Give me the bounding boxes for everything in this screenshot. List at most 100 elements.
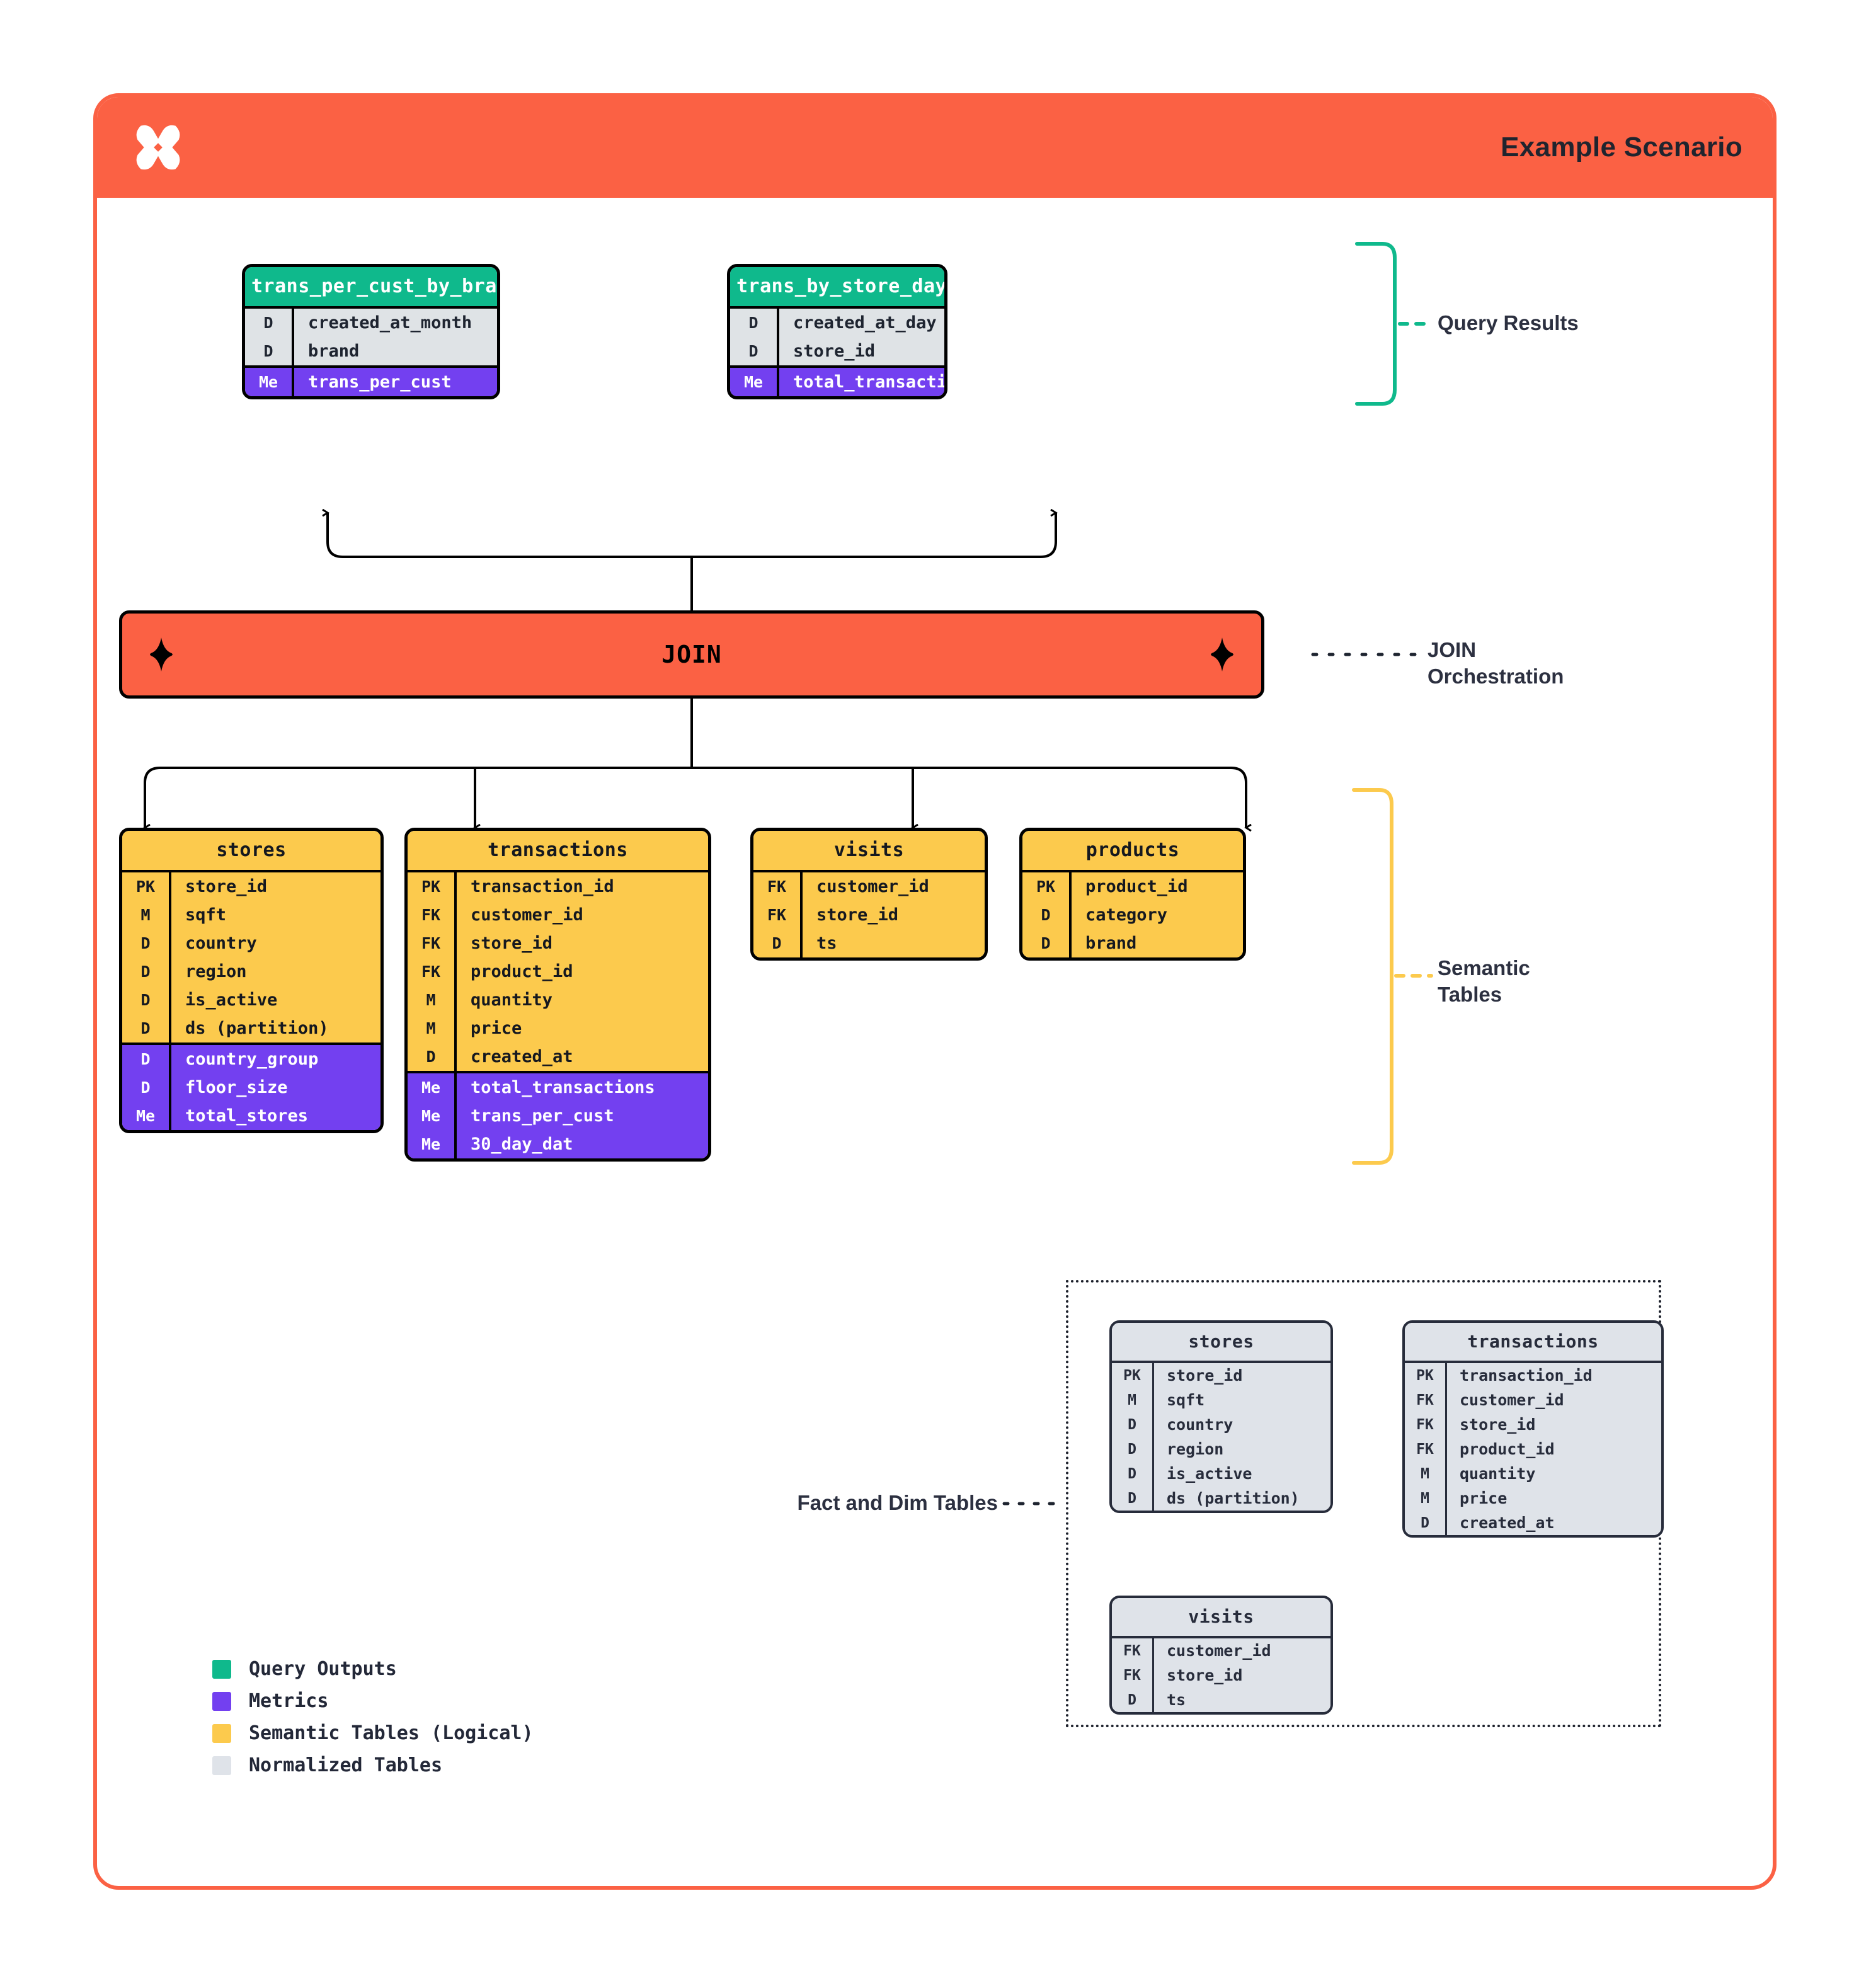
row-key: D <box>1128 1490 1136 1507</box>
join-orchestration-bar[interactable]: JOIN <box>119 610 1264 699</box>
row-field: sqft <box>1152 1388 1330 1412</box>
row-key: D <box>1041 906 1051 924</box>
row-key: M <box>1128 1391 1136 1408</box>
row-key: M <box>140 906 151 924</box>
row-key: PK <box>421 877 441 896</box>
row-key: FK <box>1123 1642 1141 1659</box>
row-key: Me <box>258 373 278 391</box>
row-field: brand <box>292 337 497 365</box>
table-row: Me total_transactions <box>730 368 944 396</box>
row-key: D <box>1128 1465 1136 1482</box>
table-row: Me 30_day_dat <box>408 1130 708 1158</box>
row-field: trans_per_cust <box>292 368 497 396</box>
row-field: is_active <box>1152 1461 1330 1486</box>
row-key: M <box>1421 1490 1429 1507</box>
row-field: 30_day_dat <box>454 1130 708 1158</box>
row-key: Me <box>421 1107 441 1125</box>
table-title: trans_per_cust_by_brand_month <box>245 267 497 306</box>
row-field: category <box>1069 901 1243 929</box>
table-title: visits <box>1112 1598 1330 1636</box>
row-field: transaction_id <box>1445 1363 1661 1388</box>
row-key: FK <box>421 906 441 924</box>
row-key: D <box>1041 934 1051 952</box>
query-result-table-trans-per-cust-by-brand-month[interactable]: trans_per_cust_by_brand_month D created_… <box>242 264 500 399</box>
row-field: total_stores <box>169 1102 380 1130</box>
row-field: trans_per_cust <box>454 1102 708 1130</box>
row-key: FK <box>421 934 441 952</box>
example-scenario-card: Example Scenario <box>93 93 1777 1890</box>
row-key: FK <box>421 963 441 981</box>
row-field: country <box>169 929 380 957</box>
row-key: PK <box>1123 1367 1141 1384</box>
row-field: price <box>454 1014 708 1043</box>
legend-swatch-yellow <box>212 1723 231 1743</box>
row-field: store_id <box>800 901 985 929</box>
row-field: created_at <box>1445 1511 1661 1535</box>
row-field: store_id <box>777 337 944 365</box>
annotation-label-line1: JOIN <box>1428 638 1477 661</box>
sparkle-star-icon <box>1211 637 1233 671</box>
row-field: created_at <box>454 1043 708 1071</box>
join-label: JOIN <box>661 641 722 668</box>
row-field: transaction_id <box>454 872 708 901</box>
row-key: D <box>748 314 758 332</box>
legend-label: Semantic Tables (Logical) <box>249 1722 534 1744</box>
row-key: D <box>140 934 151 952</box>
row-key: D <box>263 314 273 332</box>
row-field: created_at_day <box>777 309 944 337</box>
row-field: customer_id <box>800 872 985 901</box>
query-result-table-trans-by-store-day[interactable]: trans_by_store_day D created_at_day D st… <box>727 264 947 399</box>
row-field: store_id <box>169 872 380 901</box>
row-field: price <box>1445 1486 1661 1511</box>
row-field: is_active <box>169 986 380 1014</box>
metric-section: Me trans_per_cust <box>245 365 497 396</box>
table-title: visits <box>753 831 985 870</box>
row-key: D <box>772 934 782 952</box>
page-title: Example Scenario <box>1501 132 1742 163</box>
row-key: Me <box>421 1135 441 1153</box>
annotation-label-line1: Semantic <box>1438 956 1530 980</box>
row-key: PK <box>1416 1367 1434 1384</box>
row-key: D <box>140 991 151 1009</box>
row-field: country_group <box>169 1045 380 1073</box>
legend-item-semantic-tables: Semantic Tables (Logical) <box>212 1722 534 1744</box>
sparkle-star-icon <box>150 637 173 671</box>
row-field: store_id <box>1152 1363 1330 1388</box>
row-field: created_at_month <box>292 309 497 337</box>
row-key: M <box>426 991 436 1009</box>
legend-swatch-grey <box>212 1756 231 1775</box>
row-field: floor_size <box>169 1073 380 1102</box>
row-key: FK <box>767 877 787 896</box>
